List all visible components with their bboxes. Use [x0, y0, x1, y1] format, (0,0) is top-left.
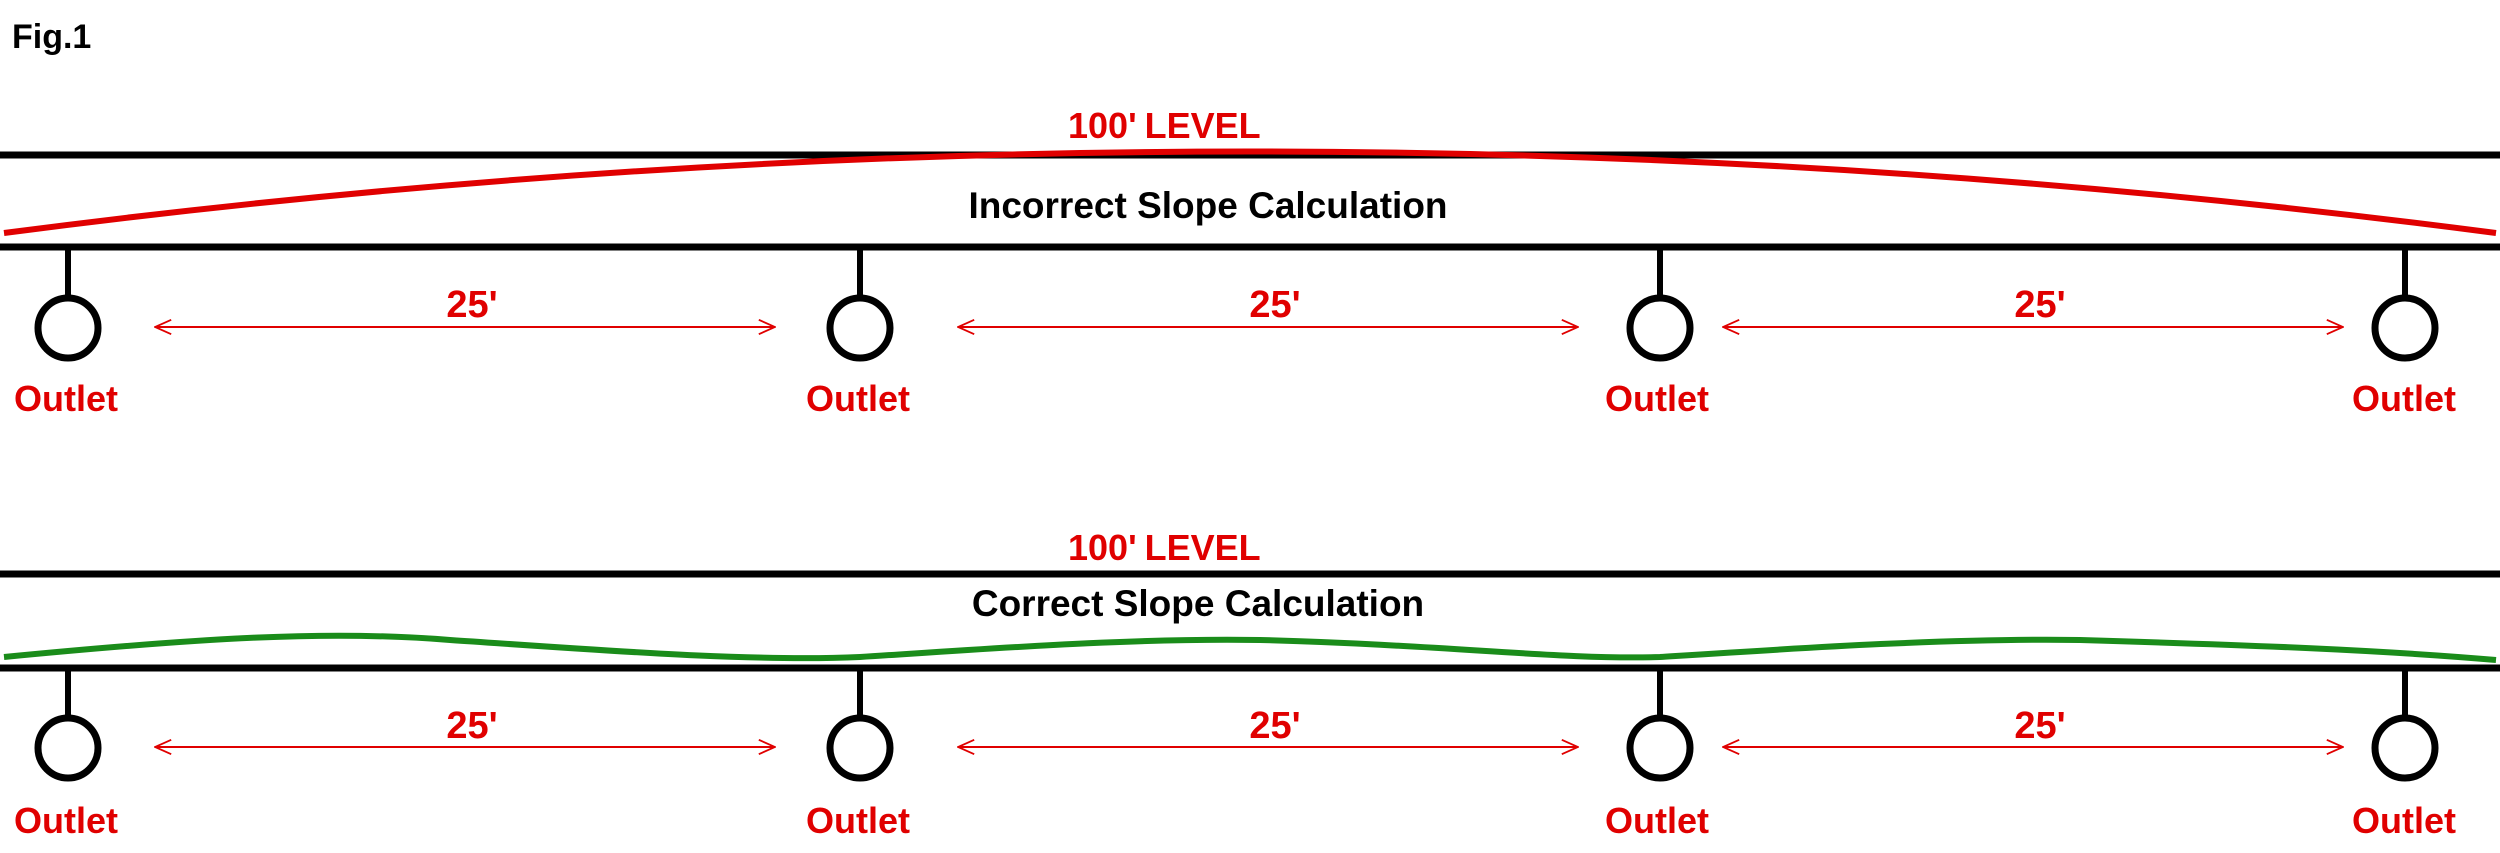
- incorrect-outlet-3: [1626, 247, 1694, 362]
- incorrect-slope-curve: [3, 148, 2497, 236]
- correct-level-number: 100': [1068, 527, 1137, 568]
- correct-outlet-label-3: Outlet: [1605, 800, 1709, 841]
- correct-span-label-1: 25': [446, 705, 498, 747]
- correct-level-label: 100'LEVEL: [1068, 527, 1261, 569]
- correct-outlet-label-2: Outlet: [806, 800, 910, 841]
- incorrect-outlet-label-3: Outlet: [1605, 378, 1709, 419]
- correct-outlet-label-1: Outlet: [14, 800, 118, 841]
- correct-span-label-3: 25': [2014, 705, 2066, 747]
- figure-label: Fig.1: [12, 18, 92, 56]
- incorrect-span-label-1: 25': [446, 284, 498, 326]
- incorrect-span-label-2: 25': [1249, 284, 1301, 326]
- incorrect-outlet-label-4: Outlet: [2352, 378, 2456, 419]
- correct-outlet-1: [34, 668, 102, 782]
- incorrect-outlet-label-1: Outlet: [14, 378, 118, 419]
- correct-outlet-4: [2371, 668, 2439, 782]
- correct-slope-curve: [3, 632, 2497, 663]
- incorrect-span-label-3: 25': [2014, 284, 2066, 326]
- incorrect-level-label: 100'LEVEL: [1068, 105, 1261, 147]
- correct-level-word: LEVEL: [1144, 527, 1261, 568]
- correct-outlet-2: [826, 668, 894, 782]
- incorrect-outlet-4: [2371, 247, 2439, 362]
- incorrect-section-title: Incorrect Slope Calculation: [968, 185, 1448, 226]
- incorrect-level-number: 100': [1068, 105, 1137, 146]
- incorrect-level-word: LEVEL: [1144, 105, 1261, 146]
- incorrect-outlet-label-2: Outlet: [806, 378, 910, 419]
- correct-outlet-3: [1626, 668, 1694, 782]
- incorrect-outlet-2: [826, 247, 894, 362]
- correct-section-title: Correct Slope Calculation: [971, 583, 1425, 624]
- correct-outlet-label-4: Outlet: [2352, 800, 2456, 841]
- correct-span-label-2: 25': [1249, 705, 1301, 747]
- incorrect-outlet-1: [34, 247, 102, 362]
